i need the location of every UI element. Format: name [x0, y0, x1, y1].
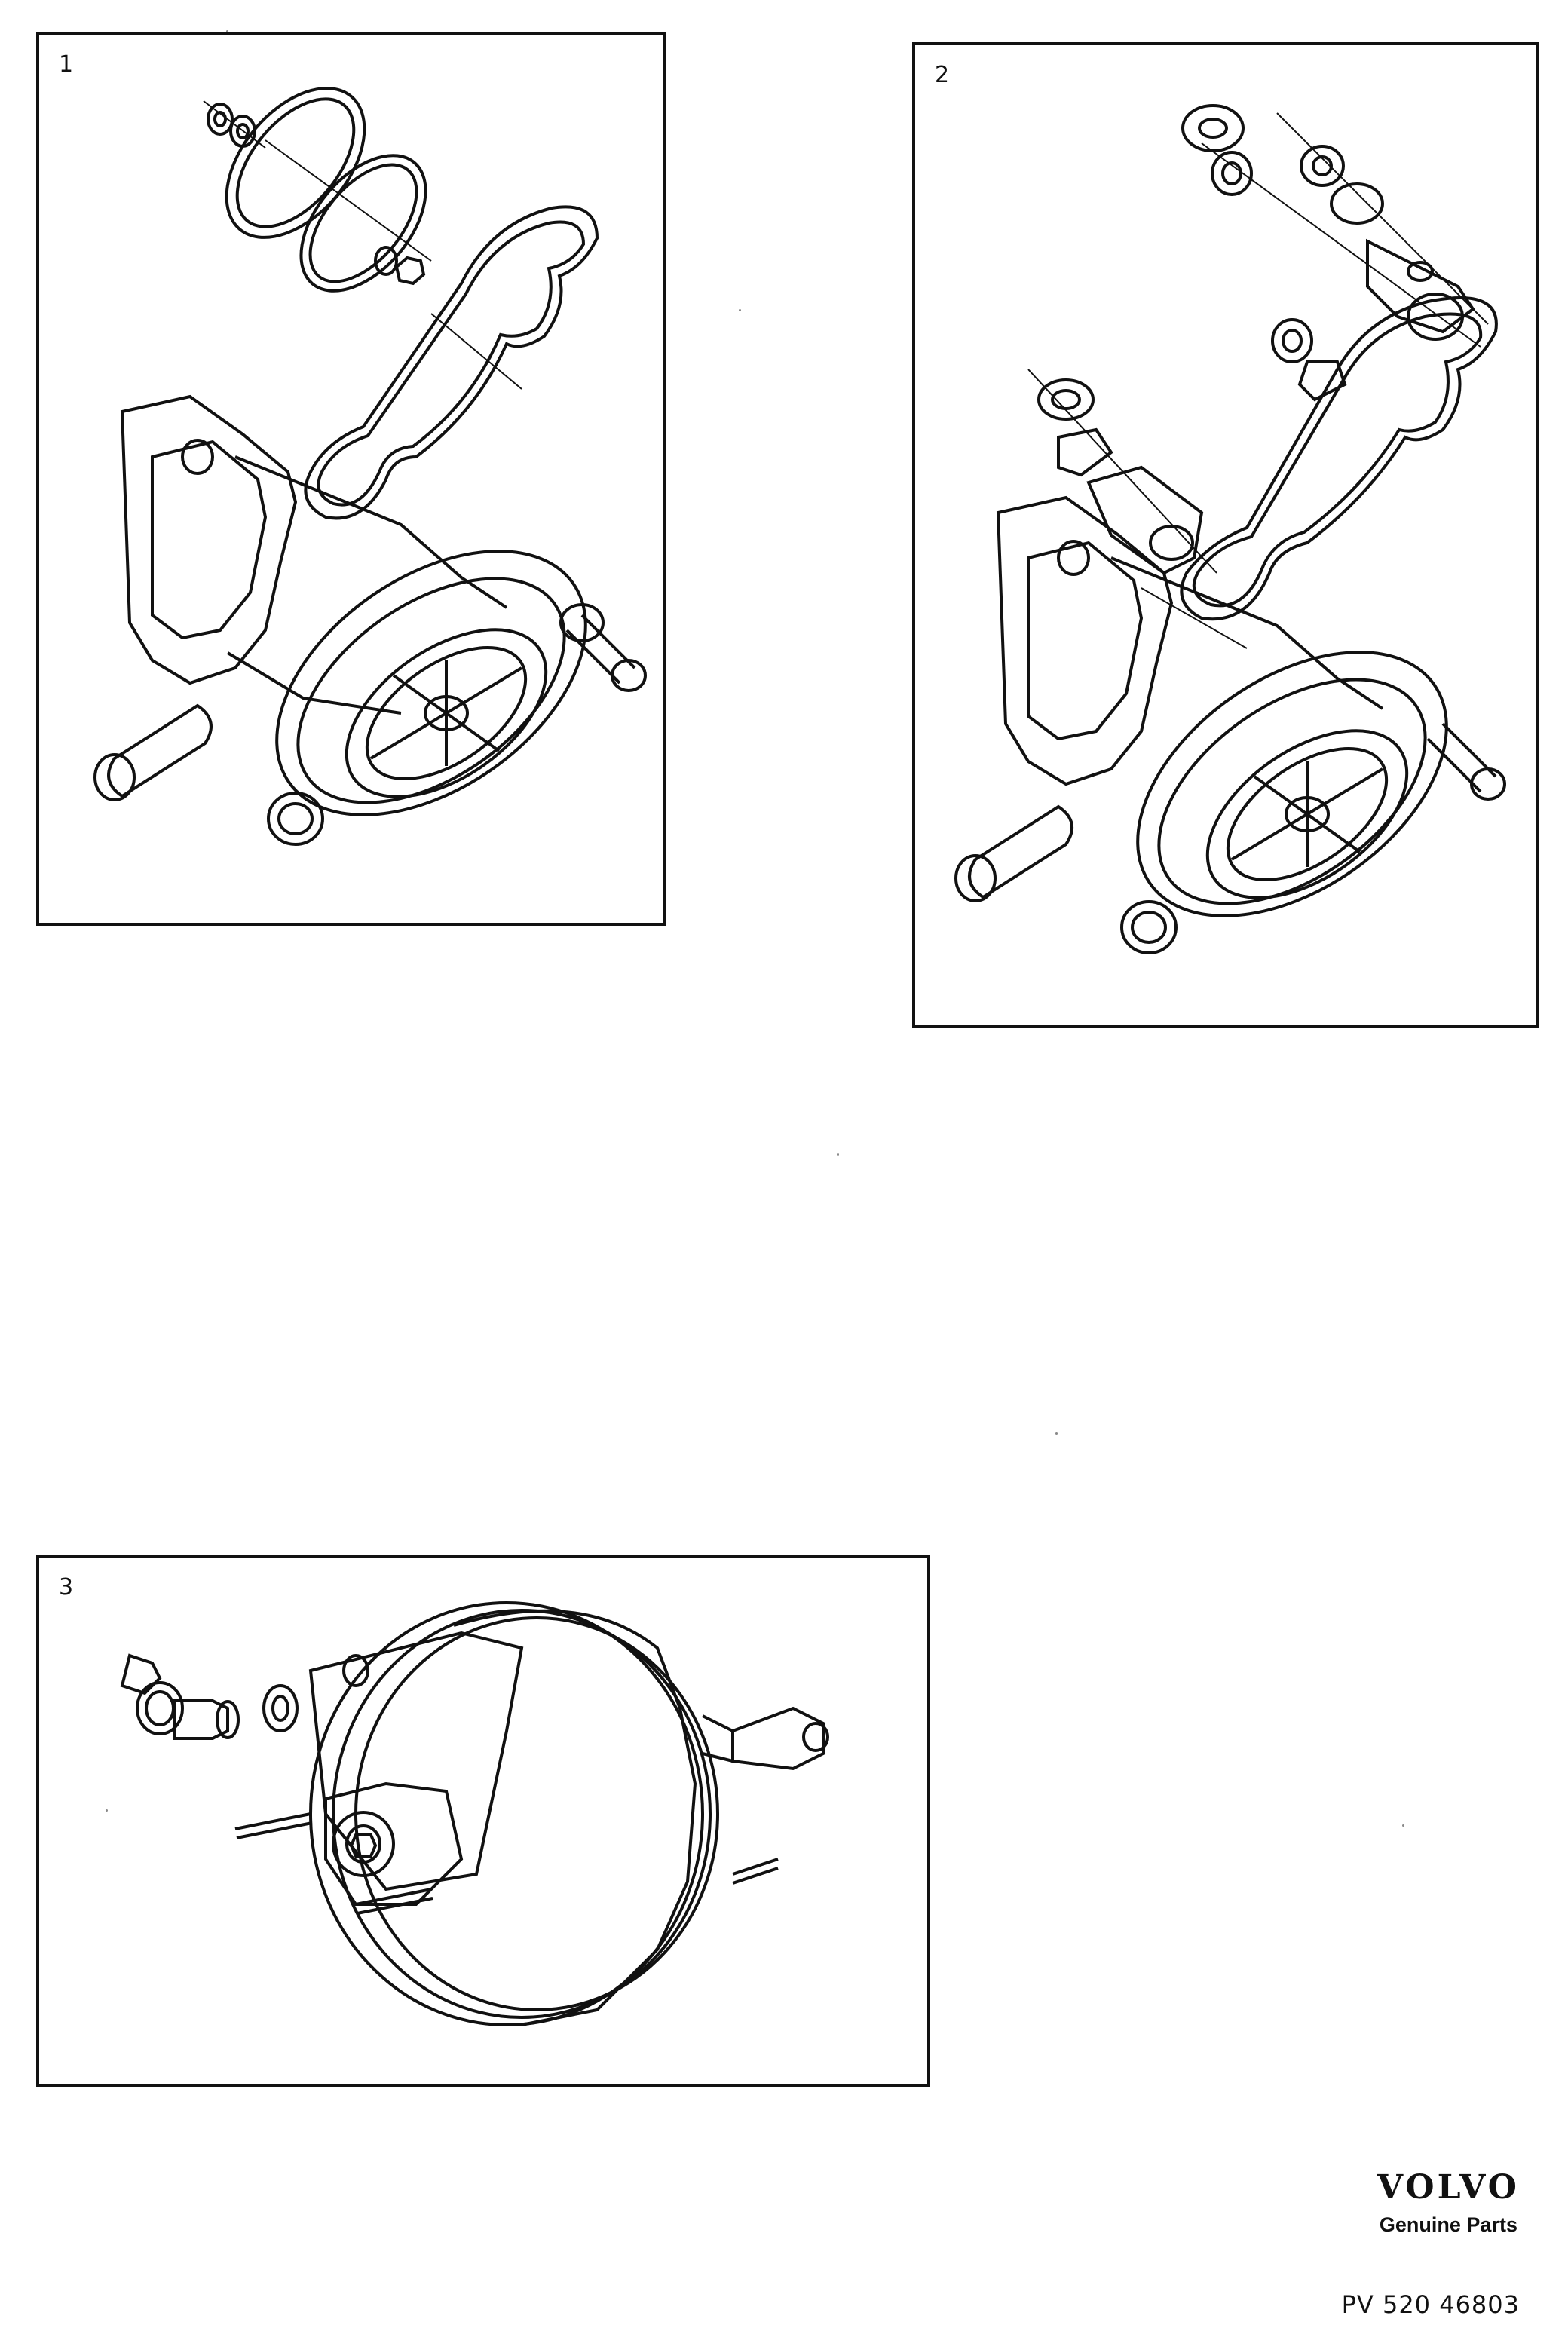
scan-speck	[739, 309, 741, 311]
diagram-panel-3: 3	[36, 1555, 930, 2087]
panel-number-3: 3	[59, 1574, 74, 1600]
brake-servo-drawing	[120, 1601, 829, 2026]
scan-speck	[226, 30, 228, 32]
part-number: PV 520 46803	[1341, 2290, 1520, 2319]
middle-valve-parts	[1027, 318, 1347, 575]
scan-speck	[837, 1153, 839, 1156]
valve-gasket	[1141, 296, 1498, 649]
vacuum-pump-body	[93, 394, 647, 846]
check-valve-and-grommet	[120, 1653, 299, 1740]
volvo-logo: VOLVO	[1377, 2168, 1520, 2207]
panel-number-1: 1	[59, 51, 74, 78]
vacuum-pump-exploded-drawing-2	[954, 104, 1506, 954]
vacuum-pump-body-2	[954, 495, 1506, 954]
volvo-brand-block: VOLVO Genuine Parts	[1377, 2171, 1520, 2237]
large-o-rings	[225, 87, 432, 293]
diagram-panel-1: 1	[36, 32, 666, 926]
vacuum-pump-exploded-drawing-1	[93, 87, 647, 846]
panel-number-2: 2	[935, 62, 950, 88]
scan-speck	[1055, 1432, 1058, 1435]
genuine-parts-label: Genuine Parts	[1379, 2213, 1517, 2236]
scan-speck	[106, 1809, 108, 1812]
diagram-panel-2: 2	[912, 42, 1539, 1028]
nut-and-washer	[374, 246, 426, 286]
brake-booster-body	[234, 1601, 829, 2026]
cover-gasket	[304, 205, 599, 520]
upper-valve-assembly	[1181, 104, 1489, 348]
small-seal-rings	[203, 100, 266, 149]
scan-speck	[1402, 1824, 1404, 1827]
